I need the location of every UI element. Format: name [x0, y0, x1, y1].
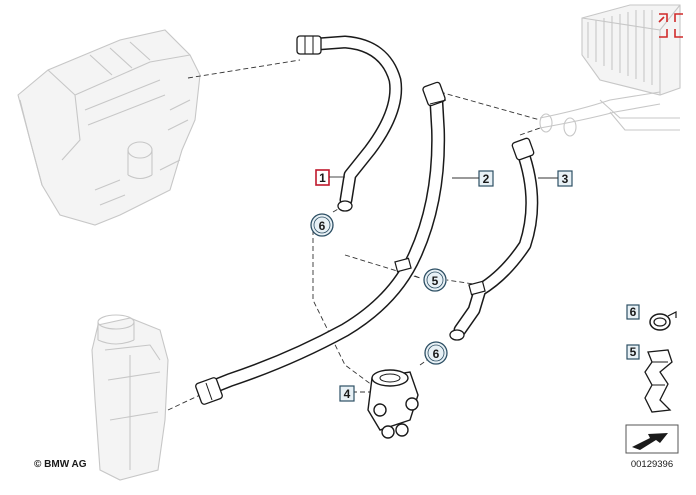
- callout-3-label: 3: [562, 172, 569, 186]
- engine-block-outline: [17, 29, 201, 226]
- callout-3[interactable]: 3: [538, 170, 573, 187]
- page-arrow-icon[interactable]: [625, 424, 679, 454]
- callout-1-label: 1: [319, 171, 326, 185]
- legend-item-5[interactable]: 5: [626, 344, 673, 413]
- radiator-outline: [539, 4, 681, 137]
- hose-part-1[interactable]: [296, 35, 403, 212]
- callout-1[interactable]: 1: [315, 169, 345, 186]
- hose-part-2[interactable]: [195, 81, 447, 406]
- callout-4-label: 4: [344, 387, 351, 401]
- leader-lines: [167, 59, 541, 411]
- callout-6-bottom-label: 6: [433, 347, 440, 361]
- legend-6-label: 6: [630, 305, 637, 319]
- legend-5-label: 5: [630, 345, 637, 359]
- hose-bracket-marks: [394, 257, 486, 296]
- callout-2-label: 2: [483, 172, 490, 186]
- callout-2[interactable]: 2: [452, 170, 494, 187]
- callout-4[interactable]: 4: [339, 385, 355, 402]
- expansion-tank-outline: [91, 314, 169, 481]
- callout-5-label: 5: [432, 274, 439, 288]
- valve-part-4[interactable]: [367, 369, 419, 439]
- legend-item-6[interactable]: 6: [626, 304, 677, 331]
- legend-panel: 6 5 00129396: [625, 304, 679, 470]
- expand-arrows-icon[interactable]: [658, 13, 683, 38]
- callout-6-top[interactable]: 6: [310, 213, 334, 237]
- callout-6-top-label: 6: [319, 219, 326, 233]
- callout-6-bottom[interactable]: 6: [424, 341, 448, 365]
- hose-part-3[interactable]: [449, 137, 539, 341]
- copyright-text: © BMW AG: [34, 459, 87, 470]
- callout-5[interactable]: 5: [423, 268, 447, 292]
- drawing-number: 00129396: [631, 459, 673, 470]
